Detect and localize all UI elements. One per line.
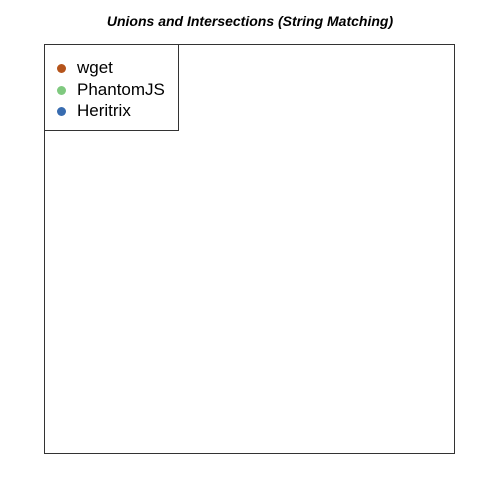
plot-area: [44, 44, 455, 454]
legend-marker-wget: [57, 63, 66, 73]
legend: wget PhantomJS Heritrix: [44, 44, 179, 131]
legend-marker-heritrix: [57, 106, 66, 116]
legend-item-phantomjs: PhantomJS: [57, 79, 165, 101]
legend-marker-phantomjs: [57, 85, 66, 95]
legend-item-wget: wget: [57, 57, 113, 79]
legend-item-heritrix: Heritrix: [57, 100, 131, 122]
legend-label-phantomjs: PhantomJS: [77, 80, 165, 99]
chart-title: Unions and Intersections (String Matchin…: [106, 13, 394, 29]
legend-label-wget: wget: [77, 58, 113, 77]
legend-label-heritrix: Heritrix: [77, 101, 131, 120]
